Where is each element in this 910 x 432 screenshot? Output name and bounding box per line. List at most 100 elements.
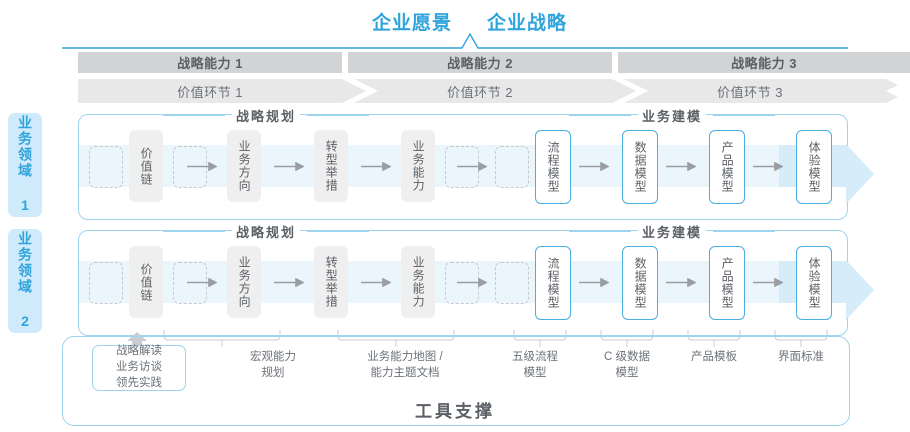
flow-arrow-icon [457, 278, 487, 287]
tool-item-0-label: 战略解读 业务访谈 领先实践 [116, 345, 162, 389]
flow-arrow-icon [666, 278, 696, 287]
node-product-model-1[interactable]: 产品模型 [709, 130, 745, 204]
flow-arrow-icon [187, 162, 217, 171]
section-title-planning-1: 战略规划 [232, 106, 301, 125]
tool-brackets [163, 330, 828, 347]
node-process-model-1[interactable]: 流程模型 [535, 130, 571, 204]
flow-arrow-icon [579, 278, 609, 287]
placeholder-box [495, 262, 529, 304]
flow-arrow-icon [361, 162, 391, 171]
capability-header-1: 战略能力 1 [78, 52, 342, 73]
tool-item-5-label: 产品模板 [691, 351, 737, 363]
caption-line-left [569, 115, 631, 116]
placeholder-box [495, 146, 529, 188]
section-title-modeling-1: 业务建模 [638, 106, 707, 125]
row-1-arrow-head [846, 144, 874, 204]
node-data-model-1[interactable]: 数据模型 [622, 130, 658, 204]
process-row-1: 战略规划 业务建模 价值链 业务方向 转型举措 业务能力 流程模型 数据模型 产… [78, 106, 848, 220]
caption-line-right [713, 115, 776, 116]
tool-item-1: 宏观能力 规划 [218, 350, 328, 381]
node-transformation-1[interactable]: 转型举措 [314, 130, 348, 202]
node-label: 体验模型 [807, 141, 822, 193]
tool-item-6-label: 界面标准 [778, 351, 824, 363]
placeholder-box [89, 146, 123, 188]
vision-strategy-connector [62, 32, 848, 49]
node-label: 业务方向 [237, 256, 252, 308]
tool-item-2-label: 业务能力地图 / 能力主题文档 [367, 351, 443, 379]
node-label: 流程模型 [546, 257, 561, 309]
node-label: 业务能力 [411, 140, 426, 192]
node-label: 业务方向 [237, 140, 252, 192]
node-label: 价值链 [139, 146, 154, 186]
tool-support-container [62, 336, 850, 426]
value-chain-label-2: 价值环节 2 [447, 84, 513, 100]
flow-arrow-icon [579, 162, 609, 171]
value-chain-label-1: 价值环节 1 [177, 84, 243, 100]
node-product-model-2[interactable]: 产品模型 [709, 246, 745, 320]
node-business-direction-1[interactable]: 业务方向 [227, 130, 261, 202]
flow-arrow-icon [753, 278, 783, 287]
node-label: 价值链 [139, 262, 154, 302]
node-data-model-2[interactable]: 数据模型 [622, 246, 658, 320]
section-title-planning-2: 战略规划 [232, 222, 301, 241]
tool-item-3-label: 五级流程 模型 [512, 351, 558, 379]
node-experience-model-2[interactable]: 体验模型 [796, 246, 832, 320]
node-label: 转型举措 [324, 140, 339, 192]
tool-item-5: 产品模板 [669, 350, 759, 366]
tool-item-1-label: 宏观能力 规划 [250, 351, 296, 379]
section-caption-modeling-1: 业务建模 [569, 106, 776, 125]
node-label: 流程模型 [546, 141, 561, 193]
value-chain-label-3: 价值环节 3 [717, 84, 783, 100]
node-process-model-2[interactable]: 流程模型 [535, 246, 571, 320]
section-caption-modeling-2: 业务建模 [569, 222, 776, 241]
flow-arrow-icon [274, 162, 304, 171]
process-row-2: 战略规划 业务建模 价值链 业务方向 转型举措 业务能力 流程模型 数据模型 产… [78, 222, 848, 336]
node-business-capability-1[interactable]: 业务能力 [401, 130, 435, 202]
section-title-modeling-2: 业务建模 [638, 222, 707, 241]
tool-item-4-label: C 级数据 模型 [604, 351, 650, 379]
domain-tab-2-label: 业务领域 2 [17, 231, 34, 331]
tool-item-2: 业务能力地图 / 能力主题文档 [340, 350, 470, 381]
capability-header-2: 战略能力 2 [348, 52, 612, 73]
flow-arrow-icon [753, 162, 783, 171]
node-business-direction-2[interactable]: 业务方向 [227, 246, 261, 318]
node-value-chain-2[interactable]: 价值链 [129, 246, 163, 318]
enterprise-vision-title: 企业愿景 [372, 13, 453, 34]
tool-item-6: 界面标准 [756, 350, 846, 366]
node-experience-model-1[interactable]: 体验模型 [796, 130, 832, 204]
node-label: 数据模型 [633, 257, 648, 309]
node-business-capability-2[interactable]: 业务能力 [401, 246, 435, 318]
section-caption-planning-2: 战略规划 [163, 222, 370, 241]
section-caption-planning-1: 战略规划 [163, 106, 370, 125]
node-label: 产品模型 [720, 257, 735, 309]
domain-tab-2[interactable]: 业务领域 2 [8, 229, 42, 333]
domain-tab-1[interactable]: 业务领域 1 [8, 113, 42, 217]
flow-arrow-icon [457, 162, 487, 171]
node-label: 业务能力 [411, 256, 426, 308]
enterprise-strategy-title: 企业战略 [487, 13, 568, 34]
placeholder-box [89, 262, 123, 304]
tool-item-4: C 级数据 模型 [582, 350, 672, 381]
row-2-arrow-head [846, 260, 874, 320]
node-label: 产品模型 [720, 141, 735, 193]
caption-line-left [163, 115, 225, 116]
domain-tab-1-label: 业务领域 1 [17, 115, 34, 215]
caption-line-left [163, 231, 225, 232]
node-label: 体验模型 [807, 257, 822, 309]
caption-line-right [307, 231, 370, 232]
tool-item-0[interactable]: 战略解读 业务访谈 领先实践 [92, 345, 186, 391]
node-transformation-2[interactable]: 转型举措 [314, 246, 348, 318]
caption-line-left [569, 231, 631, 232]
capability-header-3: 战略能力 3 [618, 52, 910, 73]
flow-arrow-icon [187, 278, 217, 287]
flow-arrow-icon [666, 162, 696, 171]
value-chain-band [78, 79, 910, 103]
flow-arrow-icon [274, 278, 304, 287]
tool-support-title: 工具支撑 [415, 402, 495, 421]
caption-line-right [307, 115, 370, 116]
flow-arrow-icon [361, 278, 391, 287]
node-label: 数据模型 [633, 141, 648, 193]
node-label: 转型举措 [324, 256, 339, 308]
node-value-chain-1[interactable]: 价值链 [129, 130, 163, 202]
tool-item-3: 五级流程 模型 [490, 350, 580, 381]
